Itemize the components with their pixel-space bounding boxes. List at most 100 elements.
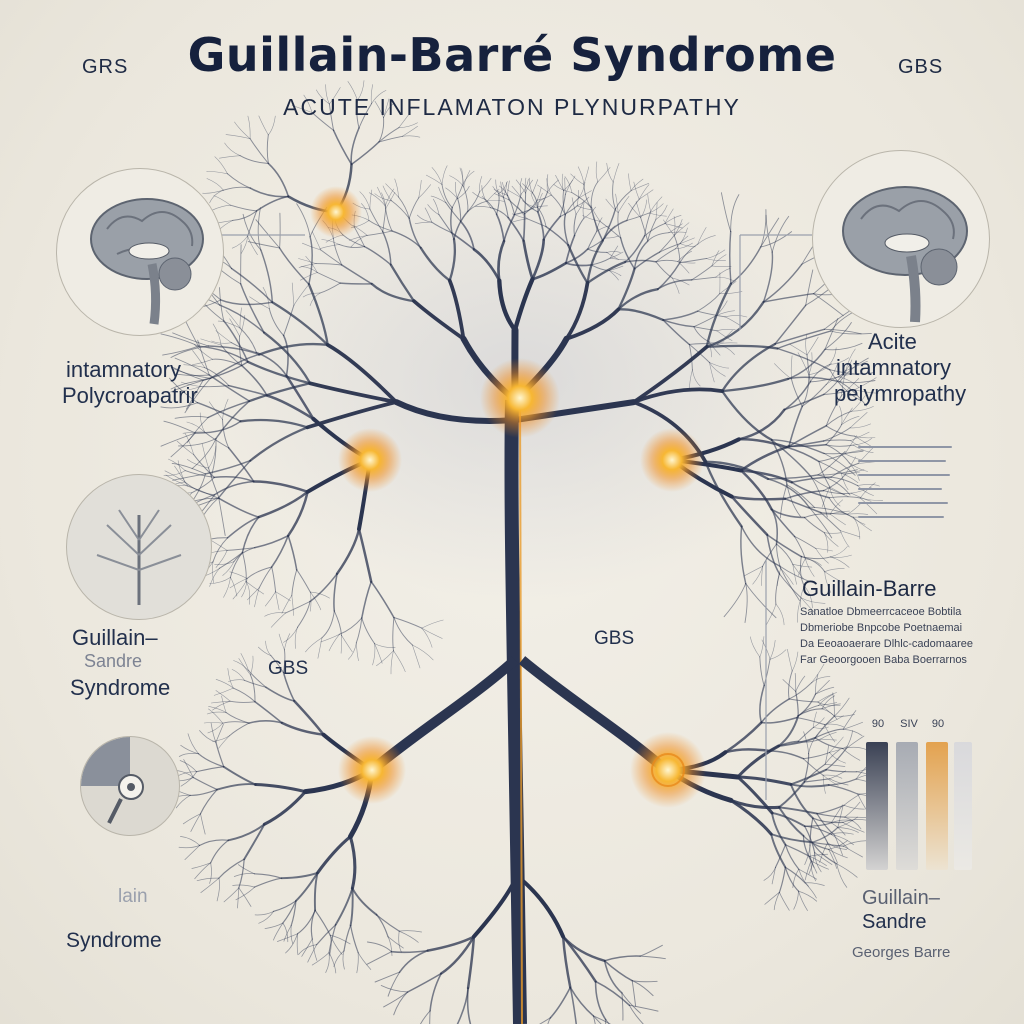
- nerve-branch: [208, 467, 220, 500]
- nerve-branch: [466, 935, 476, 990]
- nerve-branch: [218, 304, 265, 334]
- nerve-branch: [828, 784, 859, 795]
- nerve-branch: [387, 936, 393, 956]
- nerve-branch: [431, 221, 453, 234]
- nerve-branch: [628, 1004, 644, 1024]
- nerve-branch: [369, 192, 386, 207]
- nerve-branch: [170, 379, 204, 390]
- nerve-branch: [321, 610, 335, 639]
- nerve-branch: [797, 693, 816, 717]
- nerve-branch: [853, 516, 872, 532]
- nerve-branch: [207, 722, 224, 734]
- nerve-branch: [199, 730, 217, 743]
- nerve-branch: [662, 310, 699, 321]
- nerve-branch: [804, 825, 816, 854]
- nerve-branch: [176, 440, 195, 455]
- nerve-branch: [282, 900, 297, 924]
- right-label-1c: pelymropathy: [834, 381, 967, 406]
- nerve-branch: [194, 420, 242, 434]
- nerve-branch: [283, 925, 292, 942]
- nerve-branch: [519, 178, 523, 195]
- nerve-branch: [811, 676, 831, 683]
- left-label-1a: intamnatory: [66, 357, 181, 382]
- nerve-branch: [597, 167, 611, 183]
- nerve-branch: [254, 910, 275, 916]
- nerve-branch: [213, 687, 234, 696]
- nerve-branch: [804, 825, 832, 835]
- nerve-branch: [633, 240, 649, 270]
- nerve-branch: [776, 543, 794, 565]
- nerve-branch: [571, 197, 577, 215]
- nerve-branch: [524, 177, 527, 194]
- left-label-2a: Guillain–: [72, 625, 158, 650]
- nerve-branch: [270, 655, 284, 674]
- nerve-branch: [592, 1015, 612, 1024]
- nerve-branch: [211, 204, 231, 211]
- nerve-branch: [398, 112, 411, 128]
- nerve-branch: [635, 201, 641, 218]
- nerve-branch: [211, 358, 243, 367]
- nerve-branch: [390, 650, 394, 675]
- nerve-branch: [692, 369, 701, 387]
- nerve-branch: [811, 826, 839, 843]
- nerve-branch: [503, 213, 516, 242]
- nerve-branch: [160, 432, 196, 447]
- left-label-3a: lain: [118, 886, 148, 907]
- nerve-branch: [564, 197, 580, 216]
- nerve-branch: [798, 868, 809, 887]
- nerve-branch: [811, 841, 845, 847]
- nerve-branch: [450, 231, 475, 251]
- nerve-branch: [308, 381, 399, 404]
- nerve-branch: [615, 190, 632, 210]
- nerve-branch: [369, 208, 384, 232]
- nerve-branch: [209, 189, 224, 204]
- nerve-branch: [829, 513, 846, 526]
- nerve-branch: [239, 283, 265, 334]
- nerve-branch: [844, 449, 864, 455]
- nerve-branch: [375, 914, 389, 938]
- nerve-branch: [564, 176, 573, 193]
- nerve-branch: [239, 418, 309, 429]
- nerve-branch: [697, 293, 721, 312]
- nerve-branch: [215, 330, 232, 343]
- nerve-branch: [529, 177, 533, 194]
- nerve-branch: [290, 925, 294, 945]
- nerve-branch: [760, 217, 780, 248]
- nerve-branch: [219, 299, 274, 306]
- nerve-branch: [350, 924, 359, 953]
- nerve-branch: [495, 179, 500, 195]
- nerve-branch: [638, 189, 654, 200]
- nerve-branch: [784, 844, 800, 870]
- nerve-branch: [215, 741, 225, 768]
- nerve-branch: [801, 384, 827, 407]
- nerve-branch: [809, 817, 814, 847]
- nerve-branch: [575, 201, 584, 215]
- nerve-branch: [342, 950, 345, 970]
- nerve-branch: [393, 991, 409, 1016]
- nerve-branch: [697, 235, 716, 245]
- nerve-branch: [328, 103, 335, 131]
- nerve-branch: [783, 381, 811, 411]
- nerve-branch: [562, 190, 566, 216]
- page-title: Guillain-Barré Syndrome: [187, 28, 837, 82]
- nerve-branch: [724, 721, 763, 754]
- nerve-branch: [398, 196, 410, 219]
- nerve-branch: [770, 833, 787, 869]
- nerve-branch: [307, 944, 318, 963]
- nerve-branch: [508, 199, 526, 215]
- nerve-branch: [813, 711, 817, 728]
- nerve-branch: [626, 198, 640, 221]
- nerve-branch: [608, 270, 619, 281]
- nerve-branch: [374, 193, 392, 202]
- nerve-branch: [803, 731, 809, 755]
- nerve-branch: [697, 227, 707, 245]
- nerve-branch: [196, 401, 242, 423]
- nerve-branch: [804, 882, 817, 899]
- nerve-branch: [355, 617, 363, 644]
- nerve-branch: [829, 369, 874, 375]
- nerve-branch: [393, 617, 423, 629]
- nerve-branch: [311, 938, 318, 961]
- nerve-branch: [844, 435, 857, 455]
- nerve-branch: [357, 80, 365, 101]
- bar-label: 90: [931, 718, 945, 730]
